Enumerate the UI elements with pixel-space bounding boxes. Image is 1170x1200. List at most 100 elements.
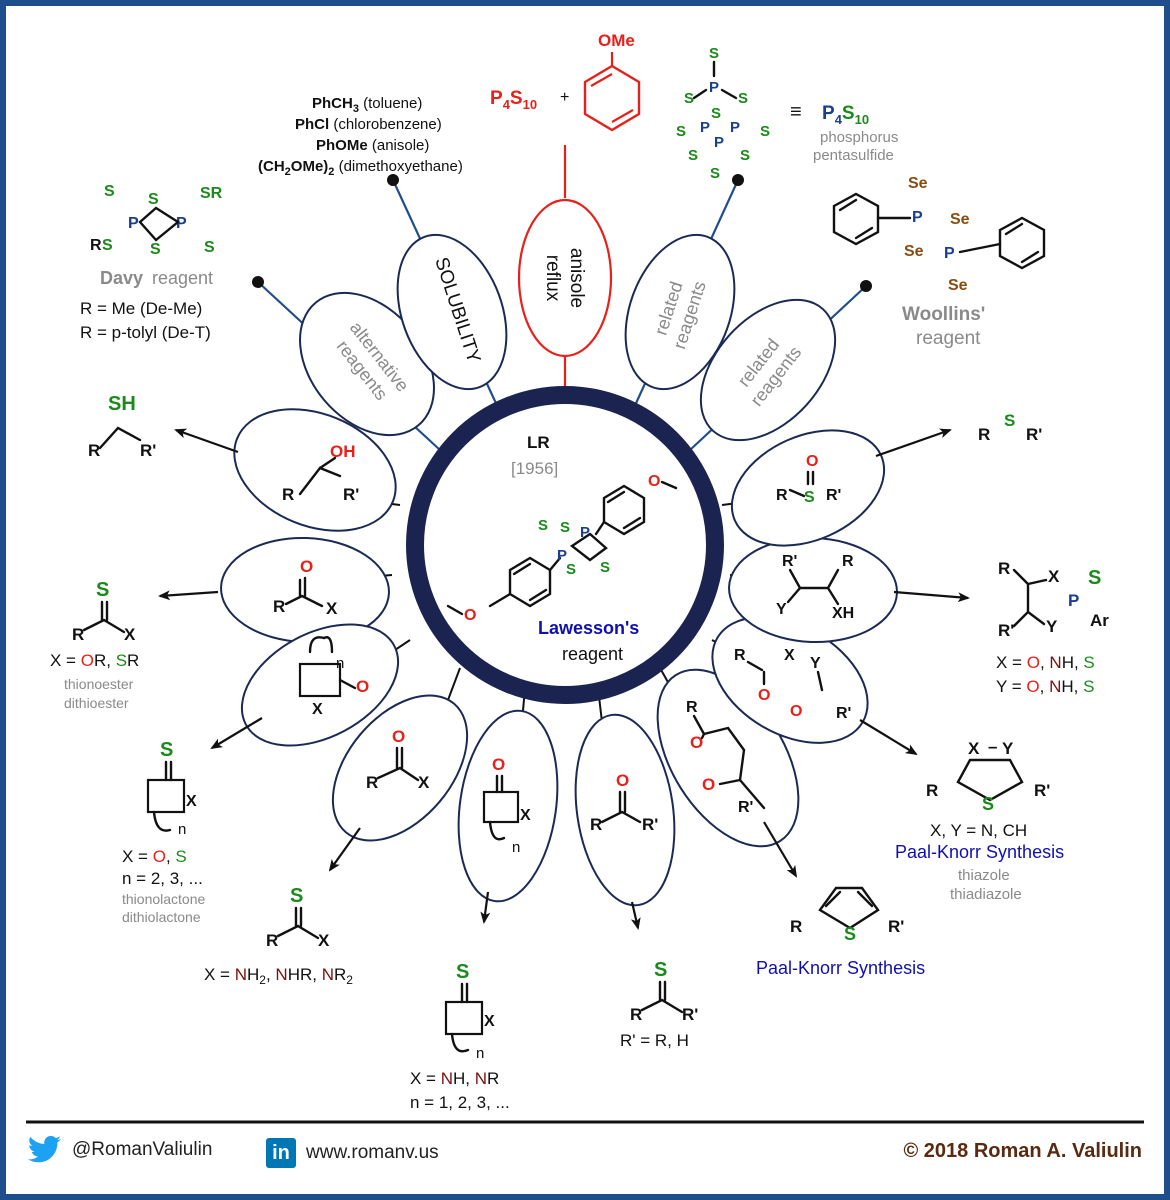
svg-text:R: R	[998, 559, 1010, 578]
thiazole-name: Paal-Knorr Synthesis	[895, 842, 1064, 862]
svg-text:P: P	[580, 524, 590, 541]
svg-text:R: R	[366, 773, 378, 792]
petal-sulfoxide: O S R R'	[730, 429, 886, 547]
svg-text:OMe: OMe	[598, 31, 635, 50]
thiazole-n1: thiazole	[958, 867, 1010, 884]
petal-carbonyl-ester: O R X	[220, 536, 390, 644]
davy-r2: R = p-tolyl (De-T)	[80, 323, 211, 342]
twitter-credit[interactable]: @RomanValiulin	[28, 1136, 212, 1164]
website-url[interactable]: www.romanv.us	[306, 1142, 439, 1163]
svg-text:(CH2OMe)2 (dimethoxyethane): (CH2OMe)2 (dimethoxyethane)	[258, 158, 463, 178]
svg-text:R: R	[72, 625, 84, 644]
svg-text:–: –	[988, 737, 997, 756]
svg-text:R: R	[776, 487, 788, 504]
petal-acyl-xy: R O X Y O R'	[711, 616, 869, 744]
svg-text:X: X	[326, 599, 338, 618]
equiv-sign: ≡	[790, 101, 802, 123]
product-thionolactone: S X n X = O, S n = 2, 3, ... thionolacto…	[122, 739, 206, 925]
svg-text:O: O	[464, 607, 476, 624]
svg-text:X = OR, SR: X = OR, SR	[50, 651, 139, 670]
svg-text:Ar: Ar	[1090, 611, 1109, 630]
thionolactone-n1: thionolactone	[122, 891, 206, 907]
svg-text:S: S	[740, 147, 750, 164]
petal-alcohol: OH R R'	[233, 408, 397, 532]
woollins-reagent: Se P Se Se P Se Woollins' reagent	[832, 175, 1046, 349]
thiazole-x: X, Y = N, CH	[930, 821, 1027, 840]
svg-text:R: R	[926, 781, 938, 800]
svg-text:S: S	[804, 489, 815, 506]
svg-text:S: S	[710, 165, 720, 182]
svg-text:Se: Se	[908, 175, 928, 192]
thiophene-name: Paal-Knorr Synthesis	[756, 958, 925, 978]
petal-anisole-reflux: anisolereflux	[517, 198, 613, 358]
petal-lactam: O X n	[457, 709, 559, 903]
petal-lactone: n X O	[240, 623, 400, 747]
product-thiolactam: S X n X = NH, NR n = 1, 2, 3, ...	[410, 961, 510, 1112]
svg-text:R': R'	[888, 917, 904, 936]
product-thiazole: X – Y S R R' X, Y = N, CH Paal-Knorr Syn…	[895, 737, 1064, 903]
davy-reagent: S S SR P P S R S S Davy reagent R = Me (…	[80, 183, 223, 342]
center-title: LR	[527, 433, 550, 452]
svg-text:O: O	[648, 473, 660, 490]
svg-text:S: S	[676, 123, 686, 140]
svg-text:R: R	[734, 647, 746, 664]
svg-text:S: S	[1088, 567, 1101, 589]
svg-text:O: O	[758, 687, 770, 704]
svg-text:R': R'	[998, 621, 1014, 640]
svg-text:P: P	[128, 215, 139, 232]
svg-text:P: P	[944, 245, 955, 262]
svg-text:X: X	[968, 739, 980, 758]
svg-text:OH: OH	[330, 442, 356, 461]
svg-text:S: S	[738, 90, 748, 107]
svg-text:S: S	[760, 123, 770, 140]
svg-text:n: n	[476, 1045, 484, 1062]
product-thioamide: S R X X = NH2, NHR, NR2	[204, 885, 353, 987]
svg-text:S: S	[844, 924, 856, 944]
svg-text:P: P	[709, 79, 719, 96]
thiazole-n2: thiadiazole	[950, 886, 1022, 903]
thionolactone-n2: dithiolactone	[122, 909, 201, 925]
svg-text:R: R	[273, 597, 285, 616]
svg-text:S: S	[150, 241, 161, 258]
svg-text:S: S	[566, 561, 576, 578]
svg-text:PhCl (chlorobenzene): PhCl (chlorobenzene)	[295, 116, 442, 133]
svg-text:R: R	[842, 553, 854, 570]
svg-text:S: S	[102, 237, 113, 254]
svg-text:S: S	[96, 579, 109, 601]
svg-text:S: S	[654, 959, 667, 981]
svg-text:X = O, NH, S: X = O, NH, S	[996, 653, 1095, 672]
svg-text:S: S	[711, 105, 721, 122]
svg-text:S: S	[456, 961, 469, 983]
svg-text:X: X	[1048, 567, 1060, 586]
svg-text:O: O	[616, 771, 629, 790]
svg-text:S: S	[538, 517, 548, 534]
svg-text:R: R	[590, 815, 602, 834]
svg-text:P: P	[1068, 591, 1079, 610]
svg-text:R: R	[266, 931, 278, 950]
center-name: Lawesson's	[538, 618, 639, 638]
twitter-handle[interactable]: @RomanValiulin	[72, 1139, 213, 1160]
product-thioketone: S R R' R' = R, H	[620, 959, 698, 1050]
svg-text:+: +	[560, 89, 569, 106]
svg-text:S: S	[688, 147, 698, 164]
svg-text:X: X	[318, 931, 330, 950]
svg-text:Se: Se	[904, 243, 924, 260]
website-credit[interactable]: in www.romanv.us	[266, 1138, 439, 1168]
svg-text:X: X	[186, 793, 197, 810]
svg-text:R: R	[90, 237, 102, 254]
svg-text:Y = O, NH, S: Y = O, NH, S	[996, 677, 1094, 696]
connector-dot	[387, 174, 399, 186]
svg-text:O: O	[702, 775, 715, 794]
svg-text:S: S	[160, 739, 173, 761]
connector-dot	[252, 276, 264, 288]
product-thiophene: S R R' Paal-Knorr Synthesis	[756, 886, 925, 978]
svg-text:Se: Se	[950, 211, 970, 228]
svg-text:X = O, S: X = O, S	[122, 847, 187, 866]
svg-text:P4S10: P4S10	[490, 88, 537, 112]
svg-text:R': R'	[782, 553, 797, 570]
svg-text:S: S	[982, 794, 994, 814]
svg-text:O: O	[690, 733, 703, 752]
twitter-icon	[28, 1136, 61, 1163]
svg-text:R': R'	[140, 441, 156, 460]
thionolactone-n: n = 2, 3, ...	[122, 869, 203, 888]
